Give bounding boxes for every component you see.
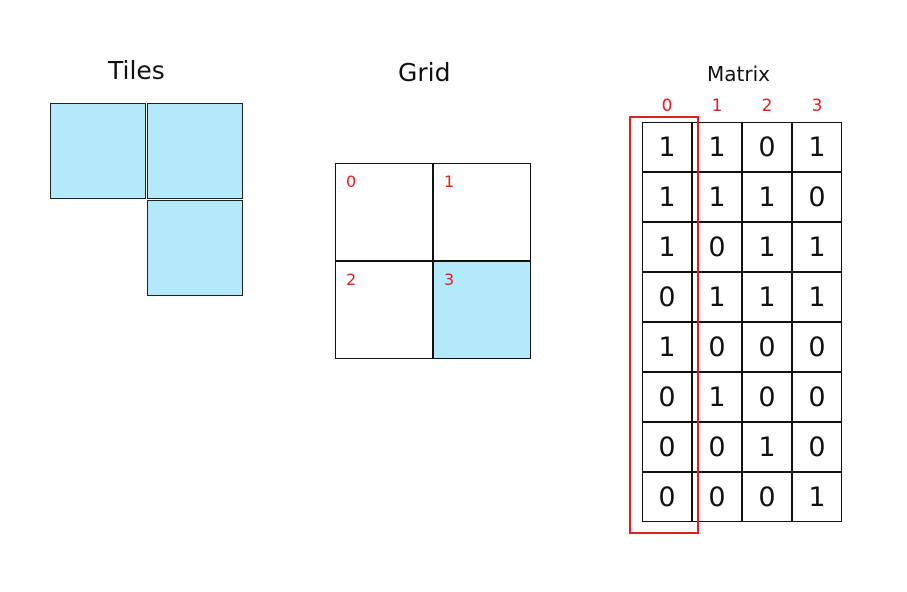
matrix-cell: 1 (742, 272, 792, 322)
matrix-cell: 0 (742, 122, 792, 172)
matrix-cell: 1 (642, 122, 692, 172)
matrix-column-header: 3 (811, 96, 823, 116)
grid-cell-3: 3 (433, 261, 531, 359)
matrix-cell: 0 (642, 272, 692, 322)
matrix-cell: 0 (792, 422, 842, 472)
matrix-cell: 0 (792, 322, 842, 372)
matrix-cell: 1 (642, 172, 692, 222)
matrix-cell: 1 (742, 172, 792, 222)
grid-cell-0: 0 (335, 163, 433, 261)
tiles-title: Tiles (108, 56, 165, 85)
grid-cell-1: 1 (433, 163, 531, 261)
matrix-cell: 1 (792, 122, 842, 172)
matrix-cell: 0 (742, 472, 792, 522)
matrix-cell: 1 (742, 422, 792, 472)
matrix-cell: 0 (642, 472, 692, 522)
matrix-cell: 1 (692, 372, 742, 422)
matrix-cell: 1 (742, 222, 792, 272)
tile (147, 200, 243, 296)
grid-cell-index: 2 (346, 270, 357, 289)
matrix-column-header: 1 (711, 96, 723, 116)
matrix-cell: 0 (642, 372, 692, 422)
tile (147, 103, 243, 199)
matrix-cell: 1 (792, 222, 842, 272)
matrix-cell: 0 (692, 472, 742, 522)
matrix-cell: 0 (692, 222, 742, 272)
matrix-cell: 0 (692, 322, 742, 372)
matrix-cell: 0 (792, 172, 842, 222)
matrix-cell: 0 (792, 372, 842, 422)
matrix-title: Matrix (707, 62, 770, 86)
grid-title: Grid (398, 58, 451, 87)
matrix-cell: 1 (792, 272, 842, 322)
matrix-cell: 1 (642, 222, 692, 272)
matrix-cell: 1 (642, 322, 692, 372)
matrix-cell: 1 (692, 172, 742, 222)
matrix-cell: 1 (692, 122, 742, 172)
matrix-cell: 0 (642, 422, 692, 472)
matrix-cell: 1 (792, 472, 842, 522)
matrix-cell: 0 (742, 372, 792, 422)
tile (50, 103, 146, 199)
matrix-column-header: 2 (761, 96, 773, 116)
grid-cell-index: 1 (444, 172, 455, 191)
matrix-cell: 0 (692, 422, 742, 472)
matrix-column-header: 0 (661, 96, 673, 116)
grid-cell-index: 0 (346, 172, 357, 191)
grid-cell-index: 3 (444, 270, 455, 289)
grid-cell-2: 2 (335, 261, 433, 359)
matrix-cell: 1 (692, 272, 742, 322)
matrix-cell: 0 (742, 322, 792, 372)
